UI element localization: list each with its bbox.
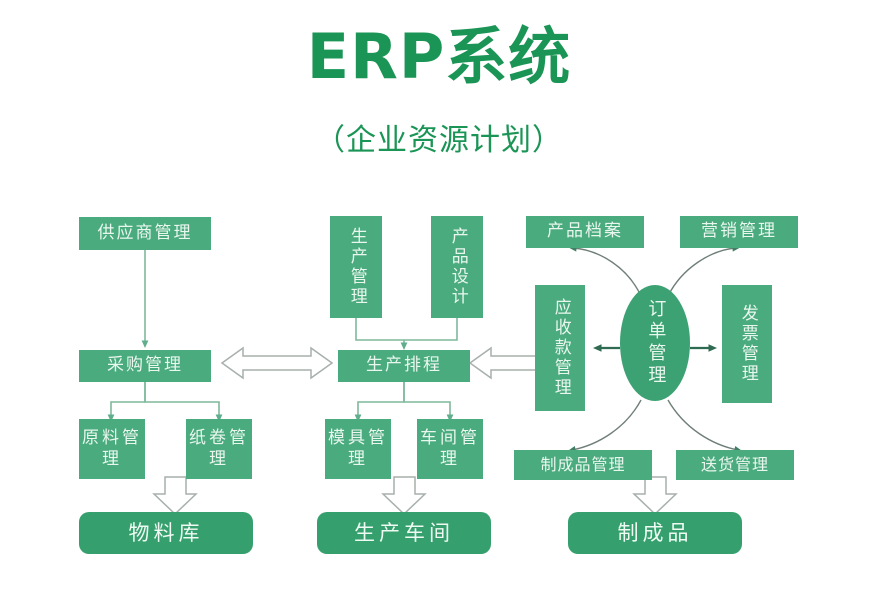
node-label: 生产管理	[346, 227, 367, 307]
node-order-mgmt[interactable]: 订单管理	[620, 285, 690, 401]
node-purchase-mgmt[interactable]: 采购管理	[79, 350, 211, 382]
node-finished-goods-mgmt[interactable]: 制成品管理	[514, 450, 652, 480]
double-arrow-purchase-schedule	[220, 346, 334, 380]
node-label: 营销管理	[701, 221, 777, 242]
node-production-schedule[interactable]: 生产排程	[338, 350, 470, 382]
node-label: 采购管理	[107, 355, 183, 376]
node-delivery-mgmt[interactable]: 送货管理	[676, 450, 794, 480]
block-arrow-to-production-workshop	[381, 476, 427, 516]
node-supplier-mgmt[interactable]: 供应商管理	[79, 217, 211, 250]
page-title: ERP系统	[306, 20, 572, 93]
node-label: 生产车间	[354, 520, 454, 545]
node-label: 制成品	[617, 520, 693, 545]
node-label: 产品档案	[547, 221, 623, 242]
node-label: 订单管理	[645, 299, 667, 387]
node-label: 模具管理	[328, 427, 388, 469]
node-product-design[interactable]: 产品设计	[431, 216, 483, 318]
block-arrow-to-material-warehouse	[152, 476, 198, 516]
node-production-mgmt[interactable]: 生产管理	[330, 216, 382, 318]
node-label: 原料管理	[82, 427, 142, 469]
node-production-workshop[interactable]: 生产车间	[317, 512, 491, 554]
node-invoice-mgmt[interactable]: 发票管理	[722, 285, 772, 403]
node-label: 发票管理	[737, 304, 758, 384]
page-subtitle: （企业资源计划）	[315, 123, 563, 158]
node-receivables-mgmt[interactable]: 应收款管理	[535, 285, 585, 411]
node-marketing-mgmt[interactable]: 营销管理	[680, 216, 798, 248]
node-label: 送货管理	[700, 454, 769, 474]
node-mold-mgmt[interactable]: 模具管理	[325, 419, 391, 479]
node-label: 车间管理	[420, 427, 480, 469]
node-label: 物料库	[128, 520, 204, 545]
node-material-warehouse[interactable]: 物料库	[79, 512, 253, 554]
node-finished-goods[interactable]: 制成品	[568, 512, 742, 554]
node-label: 制成品管理	[540, 454, 626, 474]
node-label: 生产排程	[366, 355, 442, 376]
node-label: 产品设计	[447, 227, 468, 307]
block-arrow-to-finished-goods	[632, 476, 678, 516]
node-workshop-mgmt[interactable]: 车间管理	[417, 419, 483, 479]
node-label: 供应商管理	[97, 222, 193, 243]
node-product-archive[interactable]: 产品档案	[526, 216, 644, 248]
node-raw-material-mgmt[interactable]: 原料管理	[79, 419, 145, 479]
node-label: 纸卷管理	[189, 427, 249, 469]
node-paper-roll-mgmt[interactable]: 纸卷管理	[186, 419, 252, 479]
node-label: 应收款管理	[550, 298, 571, 398]
